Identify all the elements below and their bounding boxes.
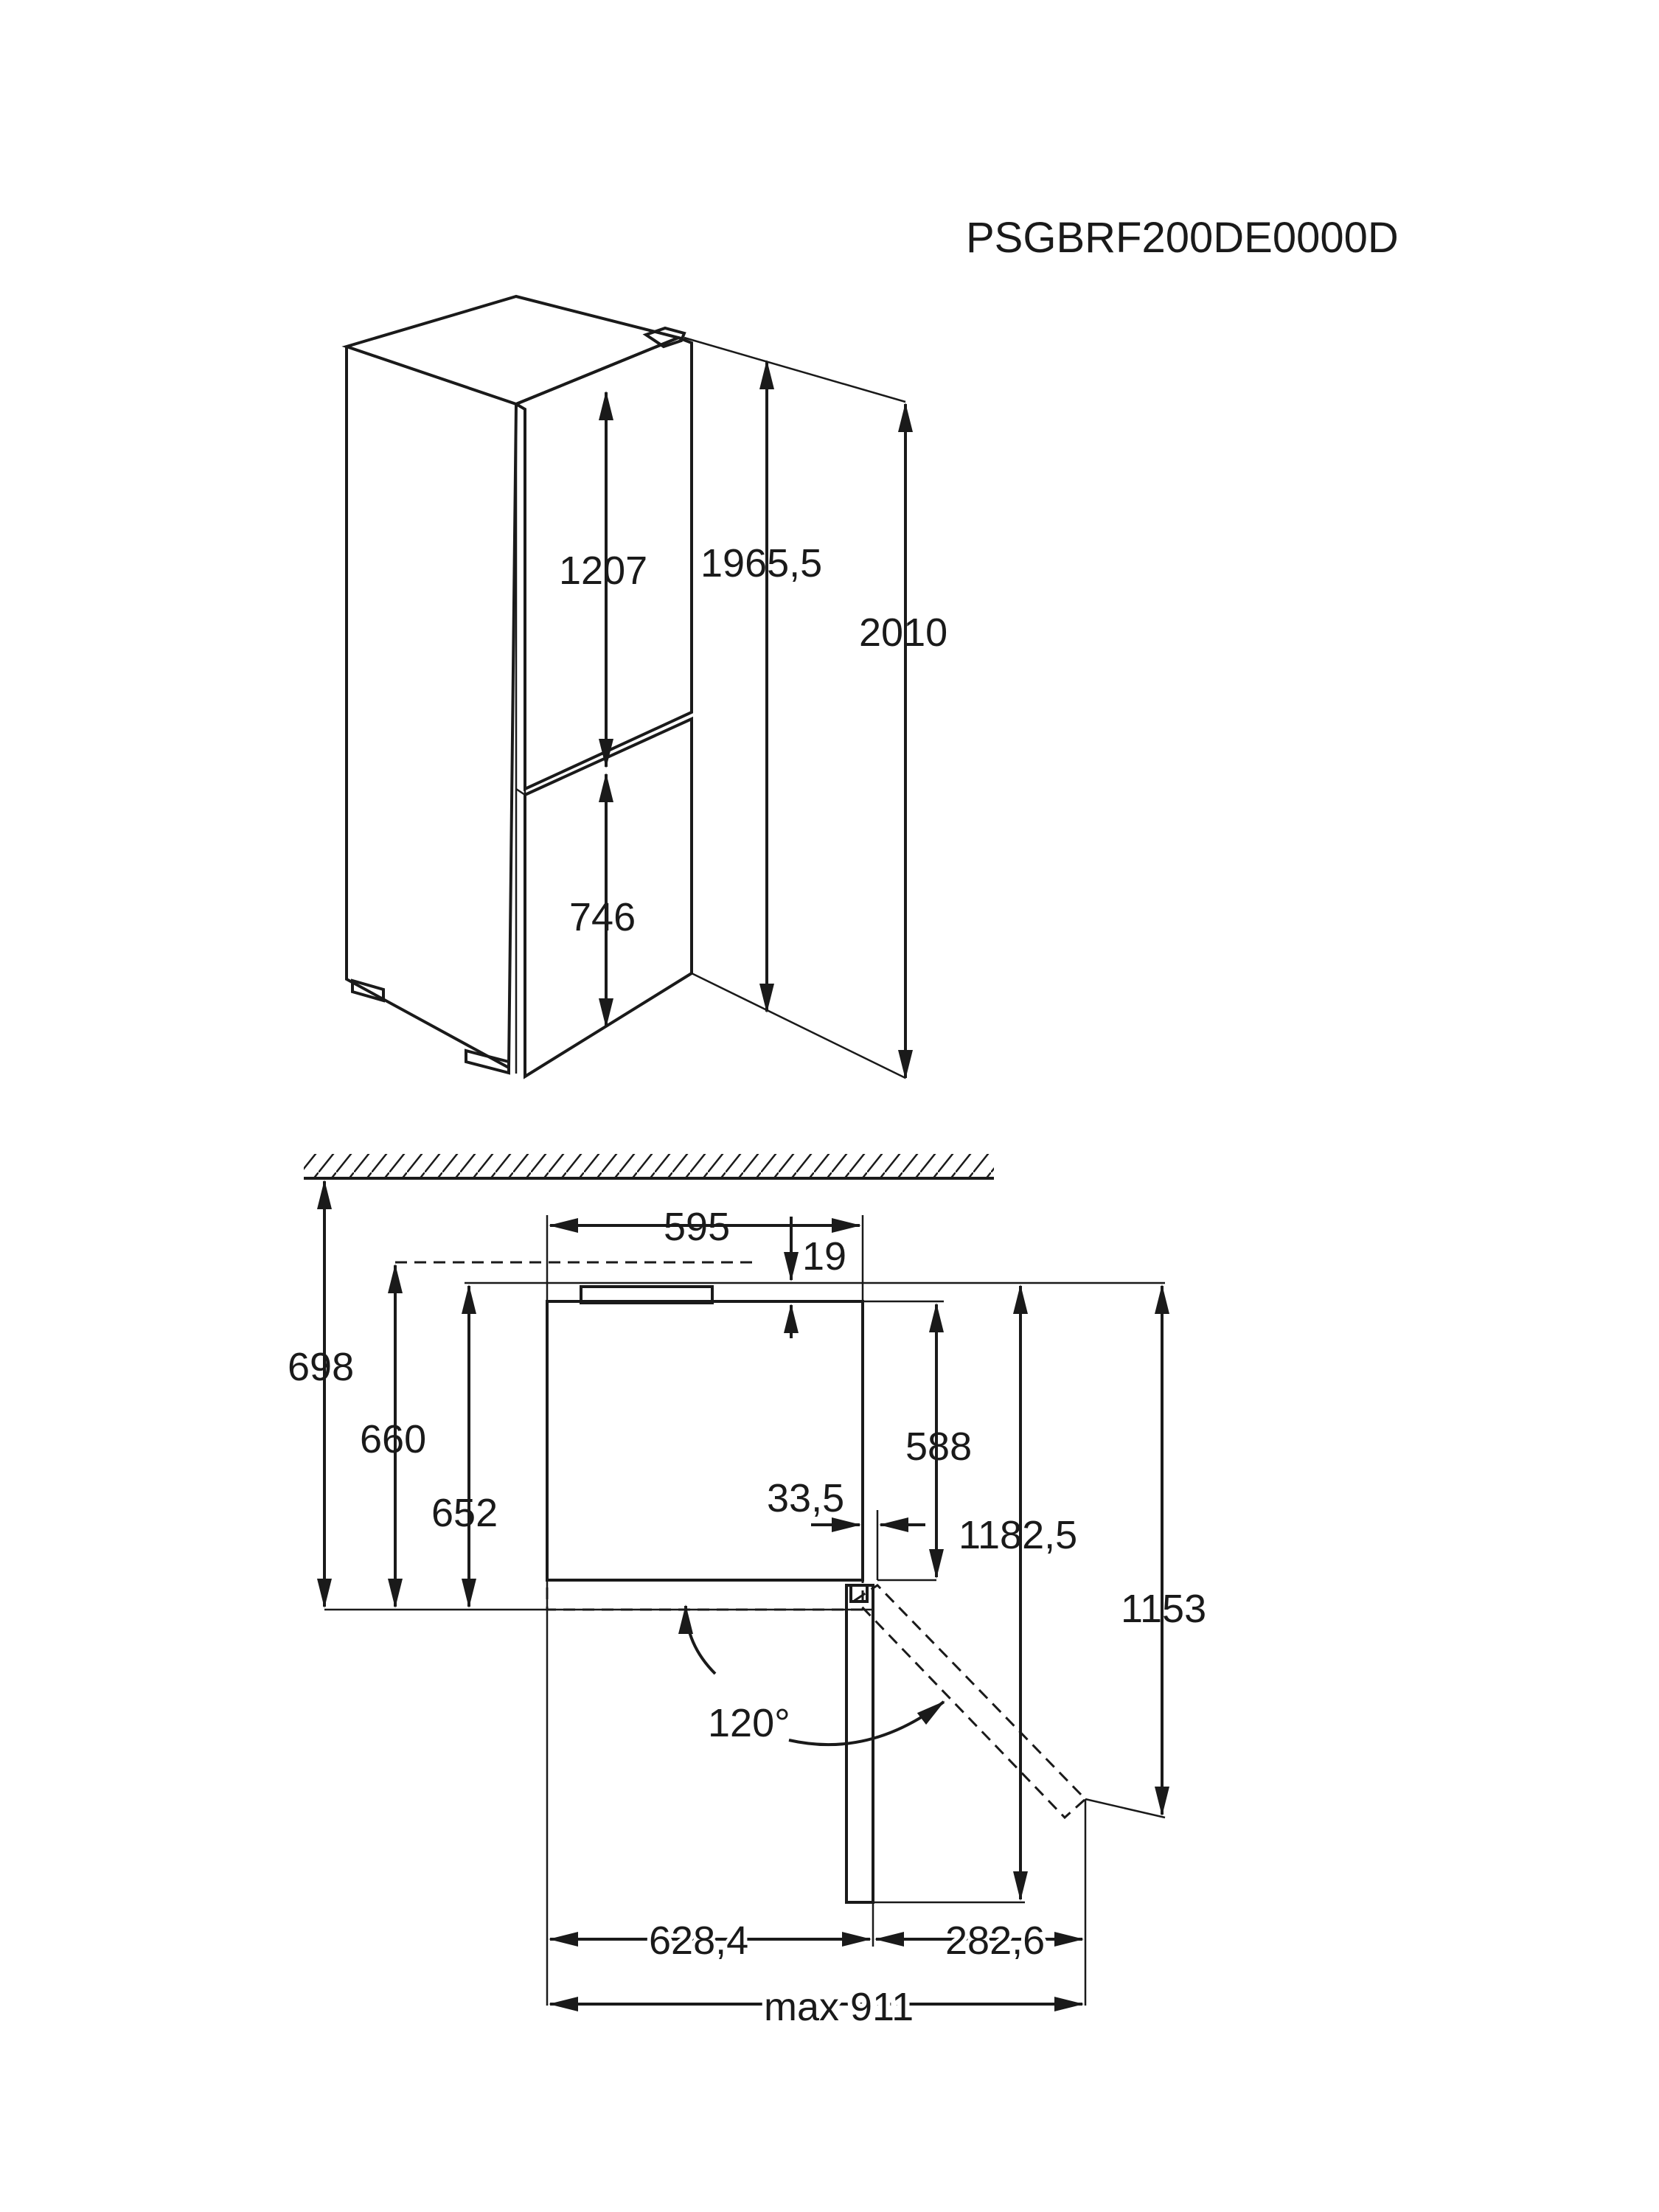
plan-door-closed bbox=[546, 1579, 864, 1611]
plan-compressor bbox=[580, 1285, 714, 1304]
freezer-door-height-label: 746 bbox=[569, 895, 636, 939]
door-offset-label: 33,5 bbox=[767, 1476, 844, 1520]
width-label: 595 bbox=[664, 1205, 730, 1249]
total-height-label: 2010 bbox=[859, 611, 947, 655]
depth-660-label: 660 bbox=[360, 1417, 426, 1461]
top-hinge bbox=[642, 326, 686, 349]
open-width-label: 628,4 bbox=[649, 1919, 748, 1963]
plan-body bbox=[546, 1300, 864, 1582]
door-angle-arc-right bbox=[788, 1700, 945, 1747]
depth-652-label: 652 bbox=[431, 1491, 498, 1535]
fridge-side-panel bbox=[345, 347, 518, 1071]
body-height-label: 1965,5 bbox=[700, 541, 822, 585]
fridge-foot-left bbox=[351, 978, 385, 1003]
fridge-door-height-label: 1207 bbox=[559, 549, 647, 593]
door-angle-arc-left bbox=[678, 1604, 717, 1675]
body-depth-label: 588 bbox=[905, 1425, 972, 1469]
swing-depth-label: 1153 bbox=[1121, 1587, 1206, 1631]
max-width-label: max 911 bbox=[764, 1985, 914, 2029]
fridge-foot-right bbox=[465, 1048, 510, 1075]
depth-to-wall-label: 698 bbox=[288, 1345, 354, 1389]
door-open-depth-label: 1182,5 bbox=[959, 1513, 1077, 1557]
wall-hatch bbox=[304, 1154, 994, 1178]
plan-door-120 bbox=[853, 1584, 1088, 1820]
top-offset-label: 19 bbox=[802, 1234, 846, 1279]
fridge-plan: 595 19 698 660 652 588 33,5 1182,5 1153 … bbox=[288, 1154, 1206, 2034]
plan-hinge bbox=[849, 1584, 869, 1603]
door-angle-label: 120° bbox=[708, 1701, 790, 1745]
fridge-elevation: 1207 746 1965,5 2010 bbox=[341, 294, 947, 1079]
door-swing-width-label: 282,6 bbox=[945, 1919, 1045, 1963]
fridge-top-face bbox=[341, 294, 684, 406]
model-code: PSGBRF200DE0000D bbox=[966, 214, 1399, 262]
